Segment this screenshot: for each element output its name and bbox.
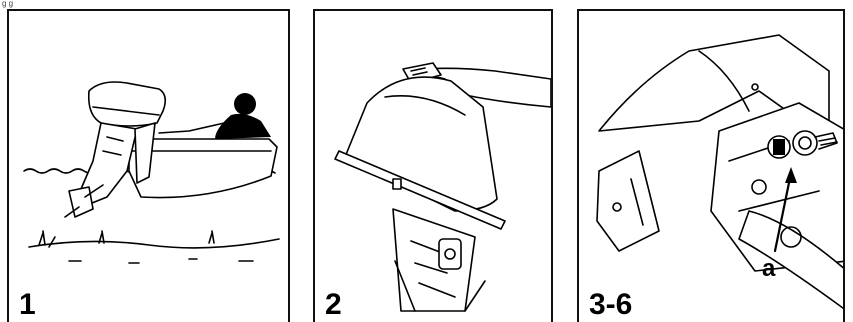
illustration-panel-2: 2 (313, 9, 553, 322)
step-number: 2 (325, 290, 342, 320)
illustration-panel-3-6: a 3-6 (577, 9, 845, 322)
engine-connector-illustration (579, 11, 845, 322)
step-number: 1 (19, 290, 36, 320)
boat-outboard-illustration (9, 11, 290, 322)
callout-label: a (762, 255, 775, 283)
step-number: 3-6 (589, 290, 632, 320)
illustration-panel-1: 1 (7, 9, 290, 322)
engine-cover-illustration (315, 11, 553, 322)
page-code: g g (2, 0, 13, 8)
